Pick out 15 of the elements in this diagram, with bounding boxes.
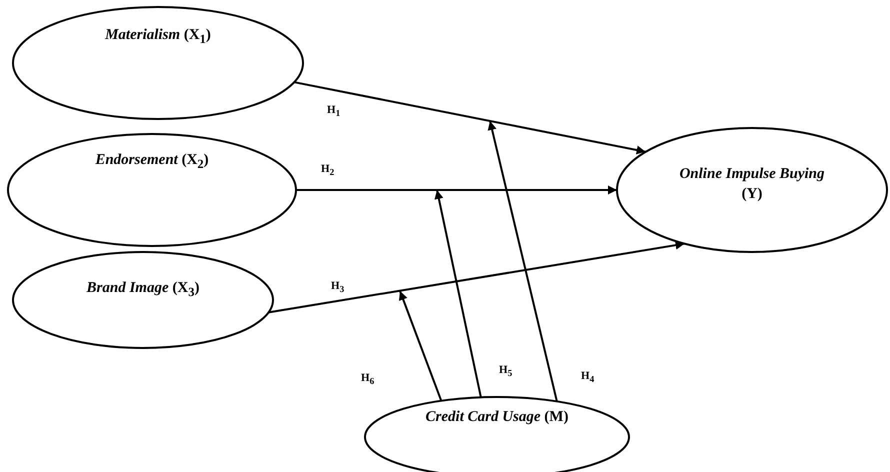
node-label: Endorsement (X$_{2}$) [94,151,210,173]
node-label: Online Impulse Buying (Y) [678,165,826,204]
arrow [434,190,482,398]
arrow [268,240,685,314]
construct-ellipse [615,126,889,254]
construct-ellipse [6,132,298,248]
arrow [296,186,617,194]
arrow [294,81,646,154]
node-label: Brand Image (X$_{3}$) [85,279,200,301]
node-label: Credit Card Usage (M) [424,408,570,427]
construct-ellipse [11,250,275,350]
arrow [488,120,558,402]
construct-ellipse [11,5,305,121]
node-label: Materialism (X$_{1}$) [104,26,212,48]
arrow [398,290,442,402]
